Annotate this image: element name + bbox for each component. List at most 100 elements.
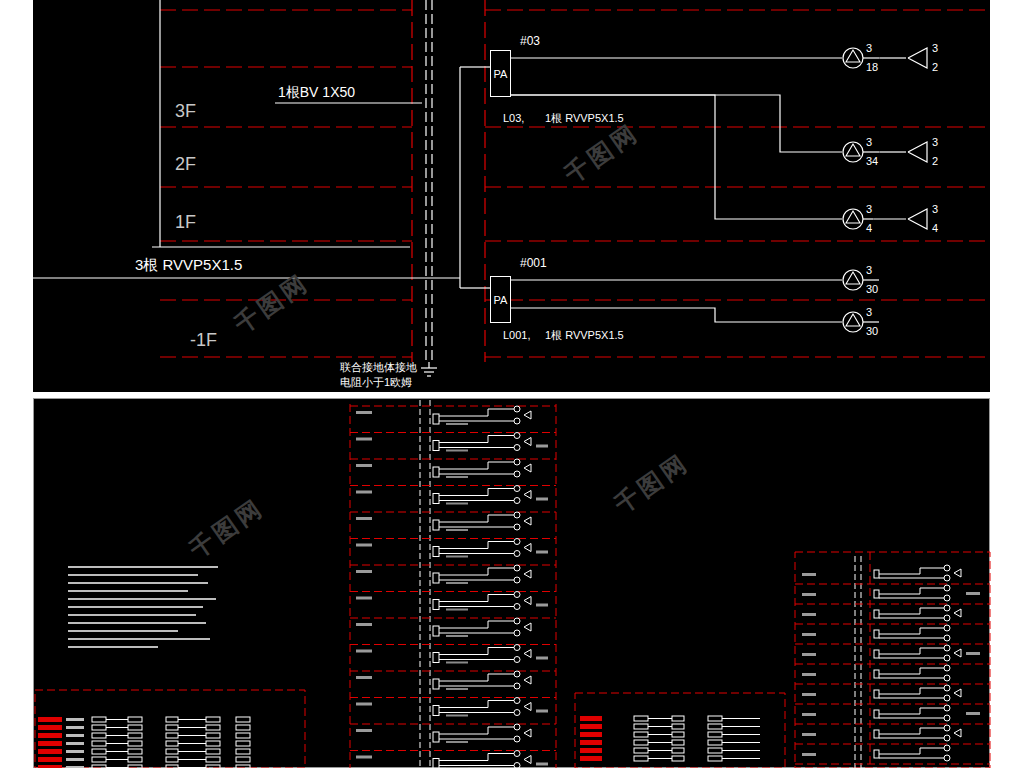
circuit-tag (446, 662, 468, 664)
speaker-symbol (846, 50, 860, 62)
circuit-tag (446, 688, 468, 690)
schedule-cell (166, 725, 178, 730)
floor-line (795, 704, 990, 705)
schedule-cell (236, 741, 250, 746)
speaker-cable (879, 708, 944, 714)
horn-symbol (524, 438, 531, 446)
schedule-cell (38, 749, 62, 754)
schedule-cell (66, 742, 84, 745)
schedule-link (178, 735, 206, 736)
horn-symbol (524, 464, 531, 472)
speaker-callout: 318 (866, 42, 878, 74)
speaker-cable (439, 447, 514, 448)
circuit-tag (446, 741, 468, 743)
floor-line (160, 356, 412, 357)
schedule-cell (92, 757, 106, 762)
speaker-cable (879, 738, 944, 739)
speaker-symbol (514, 698, 520, 704)
cable-spec: 1根BV 1X50 (278, 85, 355, 100)
grounding-conductor (431, 0, 432, 362)
schedule-cell (672, 740, 684, 745)
cable-spec: 3根 RVVP5X1.5 (135, 257, 242, 274)
horn-symbol (524, 491, 531, 499)
riser-frame (795, 552, 990, 768)
speaker-cable (879, 758, 944, 759)
speaker-symbol (843, 270, 863, 290)
note-line (68, 598, 216, 600)
speaker-symbol (514, 524, 520, 530)
horn-symbol (524, 650, 531, 658)
schedule-cell (206, 717, 220, 722)
speaker-cable (879, 628, 944, 634)
horn-speaker: 32 (906, 135, 939, 169)
schedule-cell (236, 749, 250, 754)
horn-symbol (524, 756, 531, 764)
speaker-symbol (944, 595, 950, 601)
floor-line (350, 591, 556, 592)
schedule-cell (634, 716, 648, 721)
floor-line (485, 299, 990, 300)
amplifier-number: #001 (520, 257, 547, 270)
floor-line (350, 565, 556, 566)
speaker-symbol (514, 592, 520, 598)
floor-line (350, 724, 556, 725)
cable-spec: 1根 RVVP5X1.5 (545, 329, 624, 341)
schedule-cell (92, 741, 106, 746)
speaker-cable (439, 686, 514, 687)
callout-number: 34 (866, 155, 878, 168)
area-tag (966, 652, 980, 655)
schedule-cell (634, 748, 648, 753)
floor-tag (802, 653, 816, 656)
floor-line (350, 750, 556, 751)
floor-tag (356, 650, 372, 653)
floor-tag (356, 517, 372, 520)
amplifier-box (874, 750, 879, 758)
circuit-tag (446, 715, 468, 717)
speaker-symbol (944, 625, 950, 631)
ground-symbol (424, 371, 434, 372)
circuit-number: L03, (503, 112, 524, 124)
speaker-symbol (843, 209, 863, 229)
horn-symbol (906, 135, 930, 169)
floor-line (795, 764, 990, 765)
schedule-link (648, 742, 672, 743)
panel-ground (34, 399, 990, 768)
ground-symbol (427, 375, 431, 376)
speaker-symbol (514, 486, 520, 492)
speaker-symbol (514, 539, 520, 545)
amplifier-box (433, 626, 439, 636)
floor-line (160, 66, 412, 67)
speaker-cable (879, 618, 944, 619)
speaker-symbol (842, 135, 864, 169)
amplifier-box (433, 653, 439, 663)
floor-line (350, 432, 556, 433)
speaker-cable (439, 674, 514, 681)
schedule-cell (580, 740, 602, 745)
callout-number: 4 (932, 222, 938, 235)
area-tag (536, 445, 548, 448)
grounding-note: 联合接地体接地 (340, 361, 417, 373)
floor-line (795, 624, 990, 625)
speaker-cable (879, 748, 944, 754)
speaker-symbol (843, 48, 863, 68)
speaker-wire (863, 279, 879, 280)
speaker-cable (879, 57, 906, 58)
schedule-cell (92, 733, 106, 738)
schedule-cell (708, 724, 722, 729)
schedule-cell (92, 765, 106, 768)
schedule-cell (236, 733, 250, 738)
speaker-symbol (514, 645, 520, 651)
schedule-link (178, 743, 206, 744)
schedule-cell (92, 749, 106, 754)
amplifier-box (874, 650, 879, 658)
schedule-cell (672, 724, 684, 729)
speaker-symbol (514, 618, 520, 624)
schedule-cell (580, 716, 602, 721)
schedule-cell (672, 716, 684, 721)
speaker-symbol (944, 705, 950, 711)
schedule-cell (38, 733, 62, 738)
floor-line (160, 240, 412, 241)
amplifier-box (433, 732, 439, 742)
speaker-cable (879, 568, 944, 574)
floor-tag (356, 544, 372, 547)
